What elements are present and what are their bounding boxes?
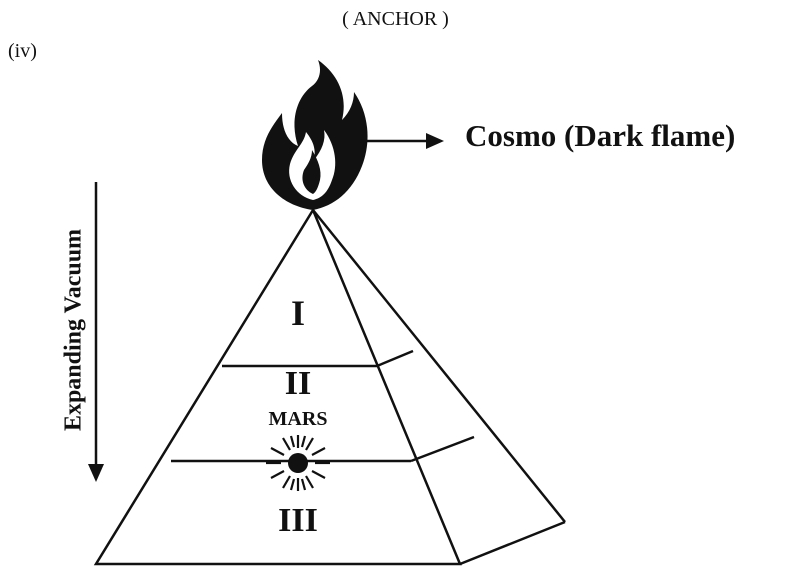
mars-label: MARS [268, 408, 328, 430]
part-label: (iv) [8, 40, 37, 62]
flame-label: Cosmo (Dark flame) [465, 118, 736, 153]
tier-label-3: III [278, 502, 318, 539]
flame-pointer-arrow [360, 133, 444, 149]
heading: ( ANCHOR ) [342, 8, 449, 30]
expanding-vacuum-label: Expanding Vacuum [60, 228, 87, 432]
tier-label-2: II [284, 365, 312, 402]
expanding-vacuum-arrow [88, 182, 104, 482]
dark-flame-icon [262, 60, 368, 210]
pyramid-front-face [93, 207, 462, 566]
pyramid-side-face [312, 209, 566, 566]
sunburst-icon [266, 435, 330, 491]
tier-label-1: I [290, 293, 306, 333]
